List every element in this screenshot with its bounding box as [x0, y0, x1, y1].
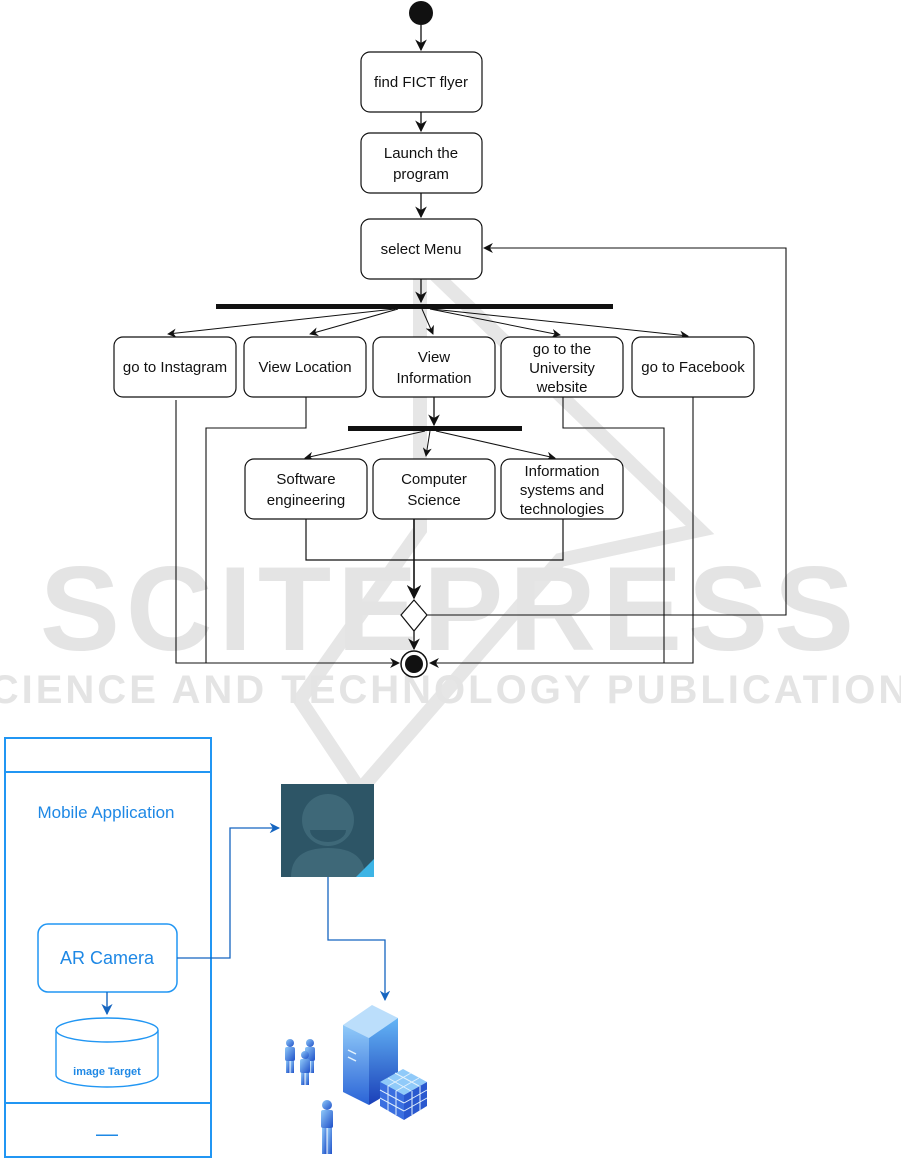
node-software-engineering-label-2: engineering	[267, 492, 345, 509]
node-go-instagram	[113, 336, 237, 398]
data-cube-icon	[379, 1069, 428, 1120]
node-information-systems-label-1: Information	[524, 463, 599, 480]
node-go-facebook-label: go to Facebook	[641, 359, 745, 376]
node-launch-program-label-1: Launch the	[384, 145, 458, 162]
node-launch-program-label-2: program	[393, 166, 449, 183]
node-computer-science	[372, 458, 496, 520]
mobile-app-title: Mobile Application	[37, 803, 174, 822]
node-go-university-label-3: website	[536, 379, 588, 396]
image-target-label: image Target	[73, 1066, 141, 1078]
fork-bar-information	[348, 426, 522, 431]
node-go-university	[500, 336, 624, 398]
architecture-diagram: Mobile Application AR Camera image Targe…	[4, 737, 428, 1158]
node-information-systems-label-2: systems and	[520, 482, 604, 499]
node-software-engineering	[244, 458, 368, 520]
users-group-icon	[285, 1039, 315, 1085]
footer-dash: —	[96, 1121, 118, 1146]
watermark-title: SCITEPRESS	[40, 542, 860, 676]
fork-bar-menu	[216, 304, 613, 309]
node-find-flyer-label: find FICT flyer	[374, 74, 468, 91]
node-information-systems-label-3: technologies	[520, 501, 604, 518]
node-go-instagram-label: go to Instagram	[123, 359, 227, 376]
activity-diagram: find FICT flyer Launch the program selec…	[113, 1, 787, 678]
node-computer-science-label-1: Computer	[401, 471, 467, 488]
node-view-location-label: View Location	[258, 359, 351, 376]
node-computer-science-label-2: Science	[407, 492, 460, 509]
node-select-menu-label: select Menu	[381, 241, 462, 258]
image-target-database-icon	[55, 1017, 159, 1088]
watermark-subtitle: SCIENCE AND TECHNOLOGY PUBLICATIONS	[0, 668, 901, 712]
start-node	[409, 1, 433, 25]
node-software-engineering-label-1: Software	[276, 471, 335, 488]
node-view-location	[243, 336, 367, 398]
node-view-information-label-1: View	[418, 349, 450, 366]
node-information-systems	[500, 458, 624, 520]
mobile-app-frame	[4, 737, 212, 1158]
user-person-icon	[321, 1100, 333, 1154]
node-view-information	[372, 336, 496, 398]
ar-camera-label: AR Camera	[60, 948, 155, 968]
user-avatar-icon	[281, 784, 374, 877]
node-go-university-label-1: go to the	[533, 341, 591, 358]
node-go-university-label-2: University	[529, 360, 595, 377]
node-launch-program	[360, 132, 483, 194]
node-view-information-label-2: Information	[396, 370, 471, 387]
